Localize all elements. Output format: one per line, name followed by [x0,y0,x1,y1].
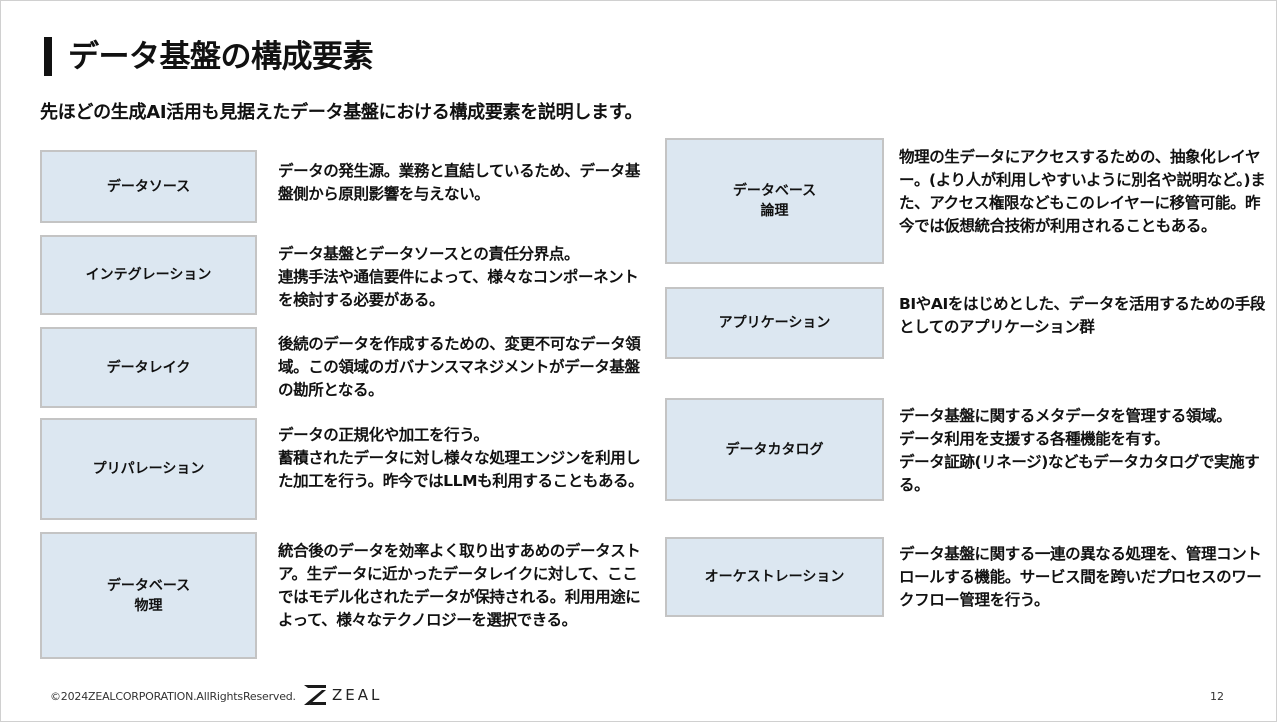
component-box-application: アプリケーション [665,287,884,359]
zeal-logo-icon [304,685,326,705]
component-desc-data-source: データの発生源。業務と直結しているため、データ基盤側から原則影響を与えない。 [278,162,640,203]
component-box-integration: インテグレーション [40,235,257,315]
component-desc-preparation: データの正規化や加工を行う。 蓄積されたデータに対し様々な処理エンジンを利用した… [278,426,644,490]
footer-logo: ZEAL [304,685,382,705]
component-desc-data-lake: 後続のデータを作成するための、変更不可なデータ領域。この領域のガバナンスマネジメ… [278,335,641,399]
component-box-data-source: データソース [40,150,257,223]
page-number: 12 [1210,690,1224,703]
component-desc-integration: データ基盤とデータソースとの責任分界点。 連携手法や通信要件によって、様々なコン… [278,245,639,309]
footer-copyright: ©2024ZEALCORPORATION.AllRightsReserved. [50,690,296,703]
component-box-data-lake: データレイク [40,327,257,408]
component-desc-orchestration: データ基盤に関する一連の異なる処理を、管理コントロールする機能。サービス間を跨い… [899,545,1262,609]
component-box-data-catalog: データカタログ [665,398,884,501]
component-desc-database-physical: 統合後のデータを効率よく取り出すあめのデータストア。生データに近かったデータレイ… [278,542,641,629]
title-accent-bar [44,37,52,76]
logo-wordmark: ZEAL [332,686,383,704]
component-box-preparation: プリパレーション [40,418,257,520]
component-box-orchestration: オーケストレーション [665,537,884,617]
component-box-database-physical: データベース 物理 [40,532,257,659]
slide-subtitle: 先ほどの生成AI活用も見据えたデータ基盤における構成要素を説明します。 [40,102,643,123]
slide-title: データ基盤の構成要素 [68,39,374,75]
component-desc-data-catalog: データ基盤に関するメタデータを管理する領域。 データ利用を支援する各種機能を有す… [899,407,1260,494]
component-desc-database-logical: 物理の生データにアクセスするための、抽象化レイヤー。(より人が利用しやすいように… [899,148,1266,235]
component-desc-application: BIやAIをはじめとした、データを活用するための手段としてのアプリケーション群 [899,295,1265,336]
component-box-database-logical: データベース 論理 [665,138,884,264]
